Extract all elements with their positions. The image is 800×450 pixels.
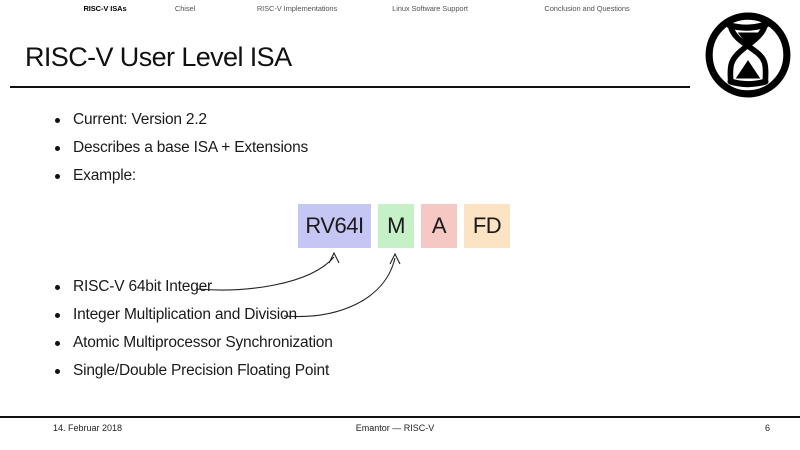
hourglass-logo-icon (705, 12, 791, 98)
bullet-list-top: Current: Version 2.2 Describes a base IS… (55, 106, 308, 190)
title-divider (10, 86, 690, 88)
list-item: Single/Double Precision Floating Point (55, 357, 333, 385)
bullet-text: Current: Version 2.2 (73, 111, 207, 128)
isa-box-fd: FD (464, 204, 510, 248)
nav-item-riscv-implementations[interactable]: RISC-V Implementations (256, 4, 338, 13)
footer-date: 14. Februar 2018 (53, 423, 123, 433)
nav-item-chisel[interactable]: Chisel (174, 4, 196, 13)
bullet-list-bottom: RISC-V 64bit Integer Integer Multiplicat… (55, 273, 333, 385)
bullet-text: Integer Multiplication and Division (73, 306, 297, 323)
page-title: RISC-V User Level ISA (25, 42, 292, 72)
isa-box-a: A (421, 204, 457, 248)
list-item: Current: Version 2.2 (55, 106, 308, 134)
bullet-icon (55, 340, 60, 346)
bullet-icon (55, 173, 60, 179)
footer-author-title: Emantor — RISC-V (355, 423, 435, 433)
list-item: Example: (55, 162, 308, 190)
bullet-icon (55, 117, 60, 123)
bullet-text: Atomic Multiprocessor Synchronization (73, 334, 333, 351)
nav-item-conclusion-questions[interactable]: Conclusion and Questions (544, 4, 630, 13)
isa-box-m: M (378, 204, 414, 248)
list-item: Integer Multiplication and Division (55, 301, 333, 329)
bullet-text: Describes a base ISA + Extensions (73, 139, 309, 156)
list-item: RISC-V 64bit Integer (55, 273, 333, 301)
footer-divider (0, 416, 800, 418)
list-item: Describes a base ISA + Extensions (55, 134, 308, 162)
bullet-text: Example: (73, 167, 137, 184)
nav-item-riscv-isas[interactable]: RISC-V ISAs (83, 4, 127, 13)
bullet-text: RISC-V 64bit Integer (73, 278, 213, 295)
isa-extension-boxes: RV64I M A FD (298, 204, 510, 248)
bullet-icon (55, 145, 60, 151)
bullet-icon (55, 312, 60, 318)
bullet-icon (55, 368, 60, 374)
nav-item-linux-software-support[interactable]: Linux Software Support (392, 4, 468, 13)
isa-box-rv64i: RV64I (298, 204, 371, 248)
page-number: 6 (764, 423, 770, 433)
list-item: Atomic Multiprocessor Synchronization (55, 329, 333, 357)
bullet-text: Single/Double Precision Floating Point (73, 362, 330, 379)
bullet-icon (55, 284, 60, 290)
